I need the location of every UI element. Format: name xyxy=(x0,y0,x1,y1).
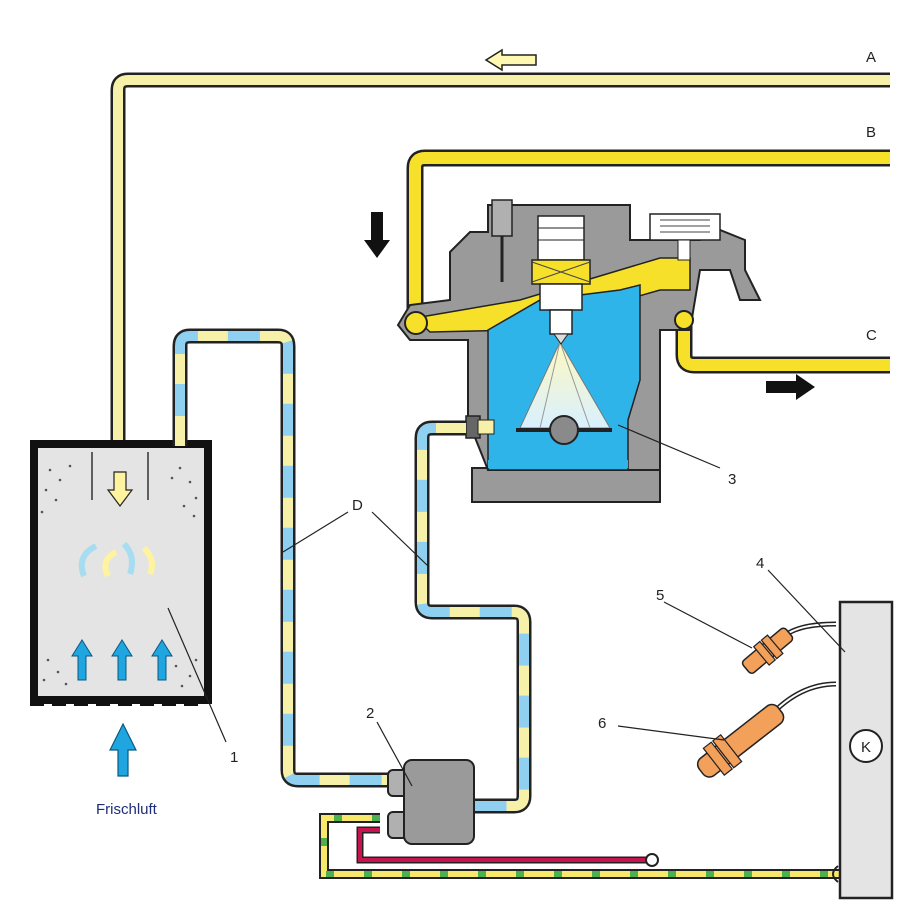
label-c: C xyxy=(866,327,877,344)
tank-vent-valve xyxy=(387,759,475,845)
label-3: 3 xyxy=(728,471,736,488)
label-d: D xyxy=(352,497,363,514)
label-1: 1 xyxy=(230,749,238,766)
label-b: B xyxy=(866,124,876,141)
flow-left-arrow-icon xyxy=(484,48,537,72)
line-d-pipe-right xyxy=(414,420,532,814)
line-c-pipe xyxy=(675,280,890,374)
line-d-pipe-left xyxy=(172,328,392,788)
label-4: 4 xyxy=(756,555,764,572)
line-a-pipe xyxy=(110,72,890,446)
sensor-6 xyxy=(696,681,837,778)
control-unit: K xyxy=(838,600,894,900)
injector-valve xyxy=(531,215,591,345)
control-unit-symbol: K xyxy=(861,739,871,756)
flow-down-arrow-icon xyxy=(364,212,390,258)
line-b-pipe xyxy=(406,149,890,318)
fresh-air-caption: Frischluft xyxy=(96,801,158,818)
down-arrow-icon xyxy=(106,471,134,507)
label-6: 6 xyxy=(598,715,606,732)
wiring-harness xyxy=(319,813,840,883)
flow-right-arrow-icon xyxy=(766,374,815,400)
leader-lines xyxy=(167,424,846,787)
swirl-arrows-icon xyxy=(78,541,155,578)
throttle-valve xyxy=(516,415,612,445)
label-a: A xyxy=(866,49,876,66)
injector-connector xyxy=(465,415,495,439)
label-2: 2 xyxy=(366,705,374,722)
sensor-5 xyxy=(741,621,837,674)
pressure-regulator xyxy=(649,213,721,261)
label-5: 5 xyxy=(656,587,664,604)
up-arrows-icon xyxy=(71,639,173,681)
intake-up-arrow-icon xyxy=(109,722,137,777)
